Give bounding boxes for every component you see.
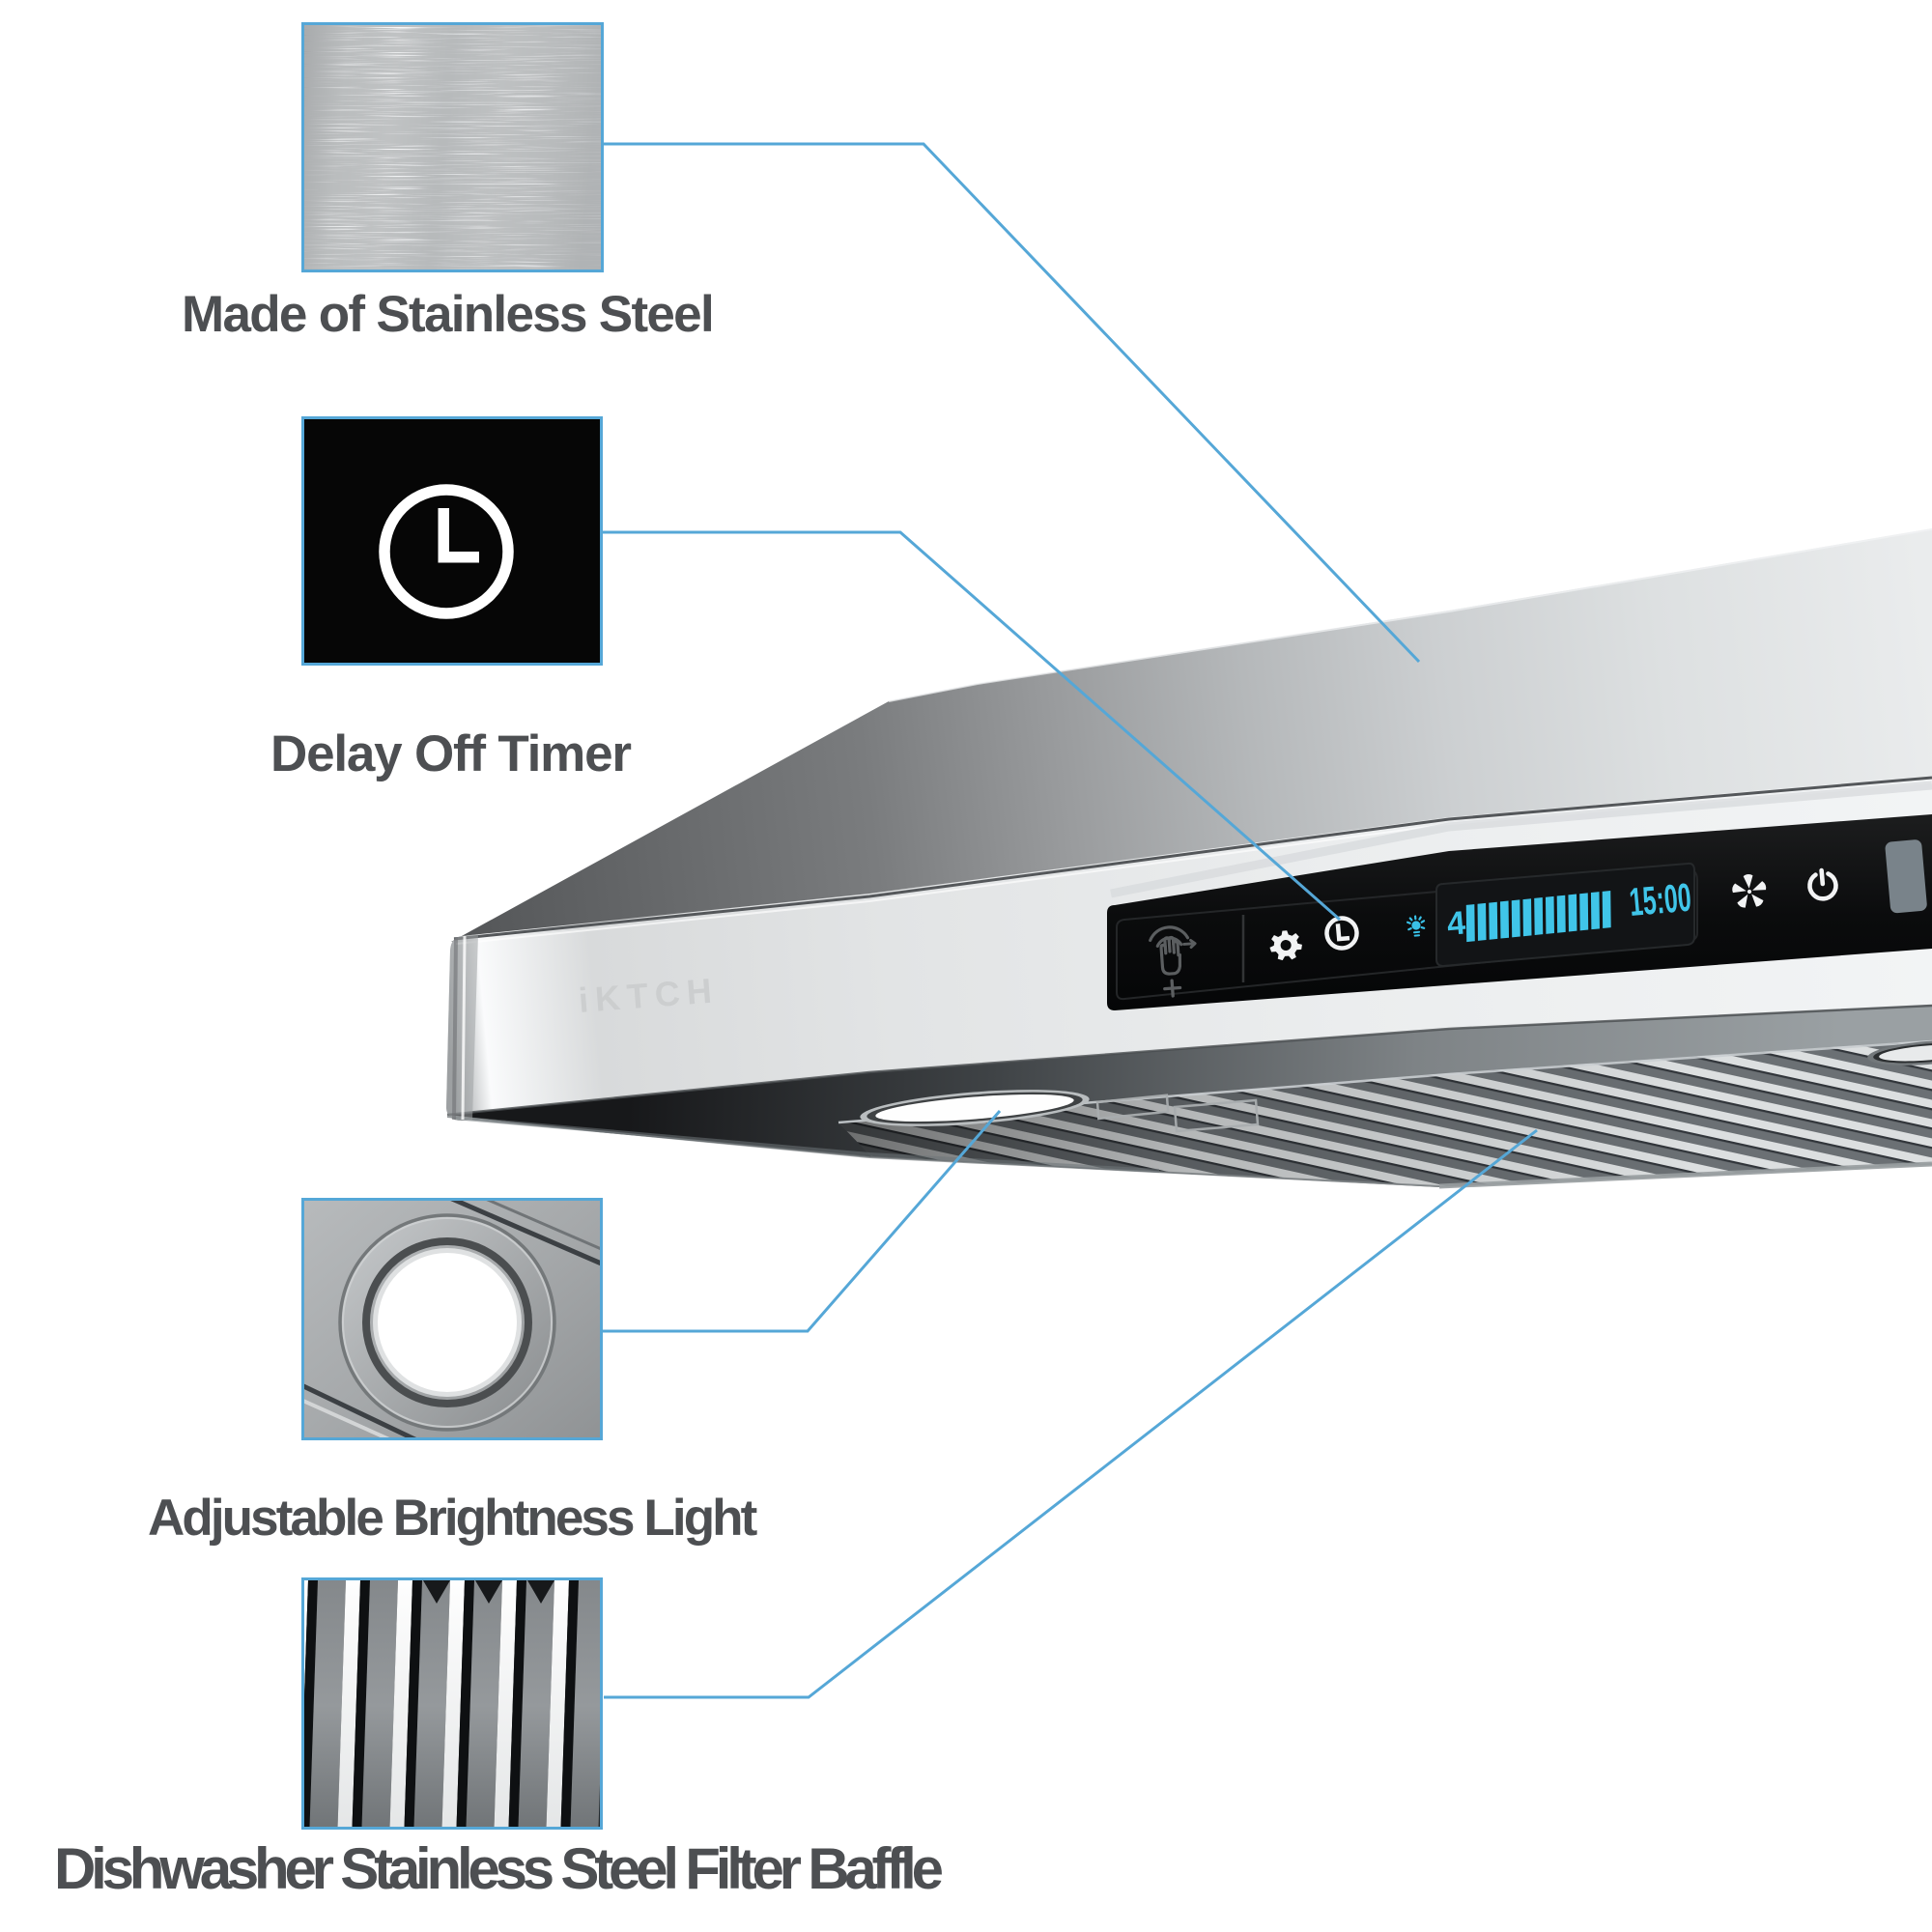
- svg-text:4: 4: [1445, 904, 1466, 943]
- svg-text:15:00: 15:00: [1628, 875, 1693, 924]
